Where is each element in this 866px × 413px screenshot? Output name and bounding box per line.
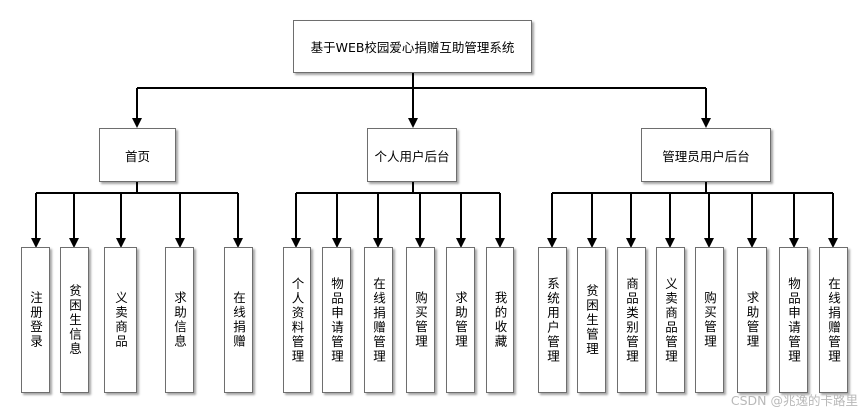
group-node-admin-backend: 管理员用户后台 — [641, 128, 771, 182]
leaf-node: 物品申请管理 — [779, 247, 808, 393]
group-node-home: 首页 — [99, 128, 176, 182]
leaf-label: 义卖商品管理 — [663, 276, 678, 364]
leaf-node: 购买管理 — [695, 247, 724, 393]
leaf-node: 在线捐赠管理 — [364, 247, 393, 393]
leaf-node: 义卖商品 — [104, 247, 137, 393]
leaf-node: 系统用户管理 — [538, 247, 567, 393]
leaf-label: 我的收藏 — [492, 291, 508, 349]
leaf-node: 我的收藏 — [486, 247, 514, 393]
leaf-label: 商品类别管理 — [624, 276, 639, 364]
leaf-label: 注册登录 — [28, 291, 43, 349]
leaf-label: 在线捐赠 — [231, 291, 246, 349]
leaf-node: 注册登录 — [21, 247, 50, 393]
leaf-node: 求助管理 — [737, 247, 767, 393]
leaf-label: 贫困生信息 — [67, 283, 82, 357]
leaf-node: 个人资料管理 — [283, 247, 311, 393]
leaf-node: 求助管理 — [446, 247, 475, 393]
leaf-label: 购买管理 — [413, 291, 428, 349]
leaf-node: 在线捐赠管理 — [819, 247, 848, 393]
leaf-label: 系统用户管理 — [545, 276, 560, 364]
leaf-label: 个人资料管理 — [289, 276, 305, 364]
leaf-label: 物品申请管理 — [786, 276, 801, 364]
group-node-user-backend: 个人用户后台 — [367, 128, 457, 182]
leaf-node: 购买管理 — [406, 247, 435, 393]
leaf-node: 贫困生信息 — [60, 247, 89, 393]
leaf-label: 求助管理 — [453, 291, 468, 349]
leaf-label: 贫困生管理 — [584, 283, 599, 357]
leaf-node: 商品类别管理 — [617, 247, 646, 393]
root-node: 基于WEB校园爱心捐赠互助管理系统 — [293, 20, 532, 73]
leaf-label: 在线捐赠管理 — [371, 276, 386, 364]
leaf-label: 购买管理 — [702, 291, 717, 349]
leaf-label: 义卖商品 — [113, 291, 128, 349]
leaf-node: 物品申请管理 — [322, 247, 351, 393]
leaf-node: 义卖商品管理 — [656, 247, 685, 393]
leaf-label: 求助信息 — [172, 291, 187, 349]
watermark: CSDN @兆逸的卡路里 — [730, 393, 858, 408]
group-label: 管理员用户后台 — [662, 148, 750, 164]
leaf-node: 贫困生管理 — [577, 247, 606, 393]
leaf-label: 求助管理 — [744, 291, 760, 349]
leaf-node: 在线捐赠 — [224, 247, 253, 393]
leaf-label: 物品申请管理 — [329, 276, 344, 364]
leaf-node: 求助信息 — [165, 247, 194, 393]
group-label: 个人用户后台 — [374, 148, 450, 164]
leaf-label: 在线捐赠管理 — [826, 276, 841, 364]
group-label: 首页 — [124, 148, 150, 164]
root-label: 基于WEB校园爱心捐赠互助管理系统 — [310, 40, 515, 55]
